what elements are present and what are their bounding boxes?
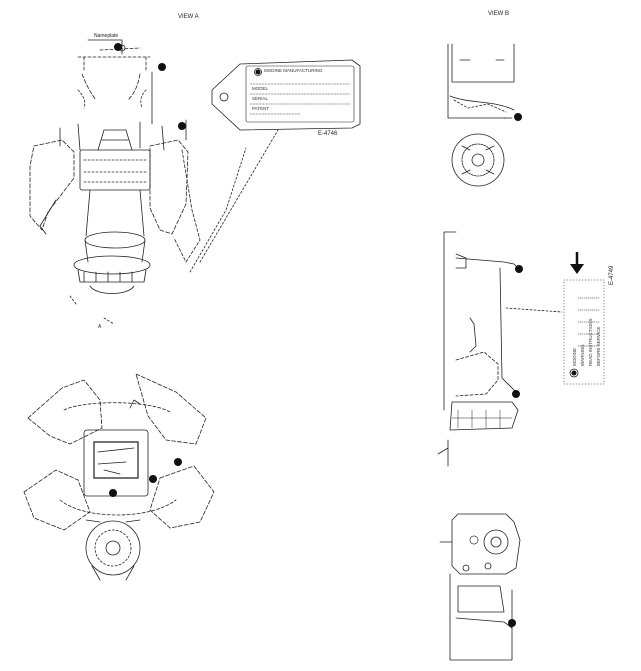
callout-dot-4: [174, 458, 182, 466]
callout-dot-3: [178, 122, 186, 130]
callout-dot-7: [514, 113, 522, 121]
decal-line1: WARNING: [580, 344, 585, 366]
callout-letter-a: A: [98, 324, 102, 330]
callout-dot-2: [158, 63, 166, 71]
nameplate-callout-label: Nameplate: [94, 33, 119, 39]
side-view-detail: [437, 231, 563, 467]
view-b-top-detail: [447, 43, 515, 119]
nameplate-line1: MODEL: [252, 86, 269, 91]
view-a-caption: VIEW A: [178, 14, 199, 20]
warning-decal: [563, 279, 605, 385]
decal-logo-icon: [571, 370, 577, 376]
decal-brand: MODINE: [572, 348, 577, 366]
decal-line2: READ INSTRUCTIONS: [588, 318, 593, 366]
callout-dot-1: [114, 43, 122, 51]
decal-text: MODINE WARNING READ INSTRUCTIONS BEFORE …: [572, 318, 601, 366]
nameplate-reference: E-4746: [318, 131, 338, 137]
callout-dot-8: [515, 265, 523, 273]
bottom-right-detail: [439, 513, 521, 661]
engine-top-view: [23, 373, 215, 581]
view-b-caption: VIEW B: [488, 11, 510, 17]
nameplate-line2: SERIAL: [252, 96, 269, 101]
nameplate-line3: PATENT: [252, 106, 269, 111]
decal-line3: BEFORE SERVICE: [596, 327, 601, 366]
view-b-pulley: [451, 133, 505, 187]
engine-front-view: [29, 39, 279, 325]
callout-dot-10: [508, 619, 516, 627]
down-arrow-icon: [570, 252, 584, 274]
nameplate-logo-icon: [255, 69, 261, 75]
nameplate-text: MODINE MANUFACTURING MODEL SERIAL PATENT: [252, 68, 323, 111]
nameplate-tag: [211, 59, 361, 131]
callout-dot-9: [512, 390, 520, 398]
callout-dot-6: [109, 489, 117, 497]
nameplate-brand: MODINE MANUFACTURING: [264, 68, 323, 73]
callout-dot-5: [149, 475, 157, 483]
